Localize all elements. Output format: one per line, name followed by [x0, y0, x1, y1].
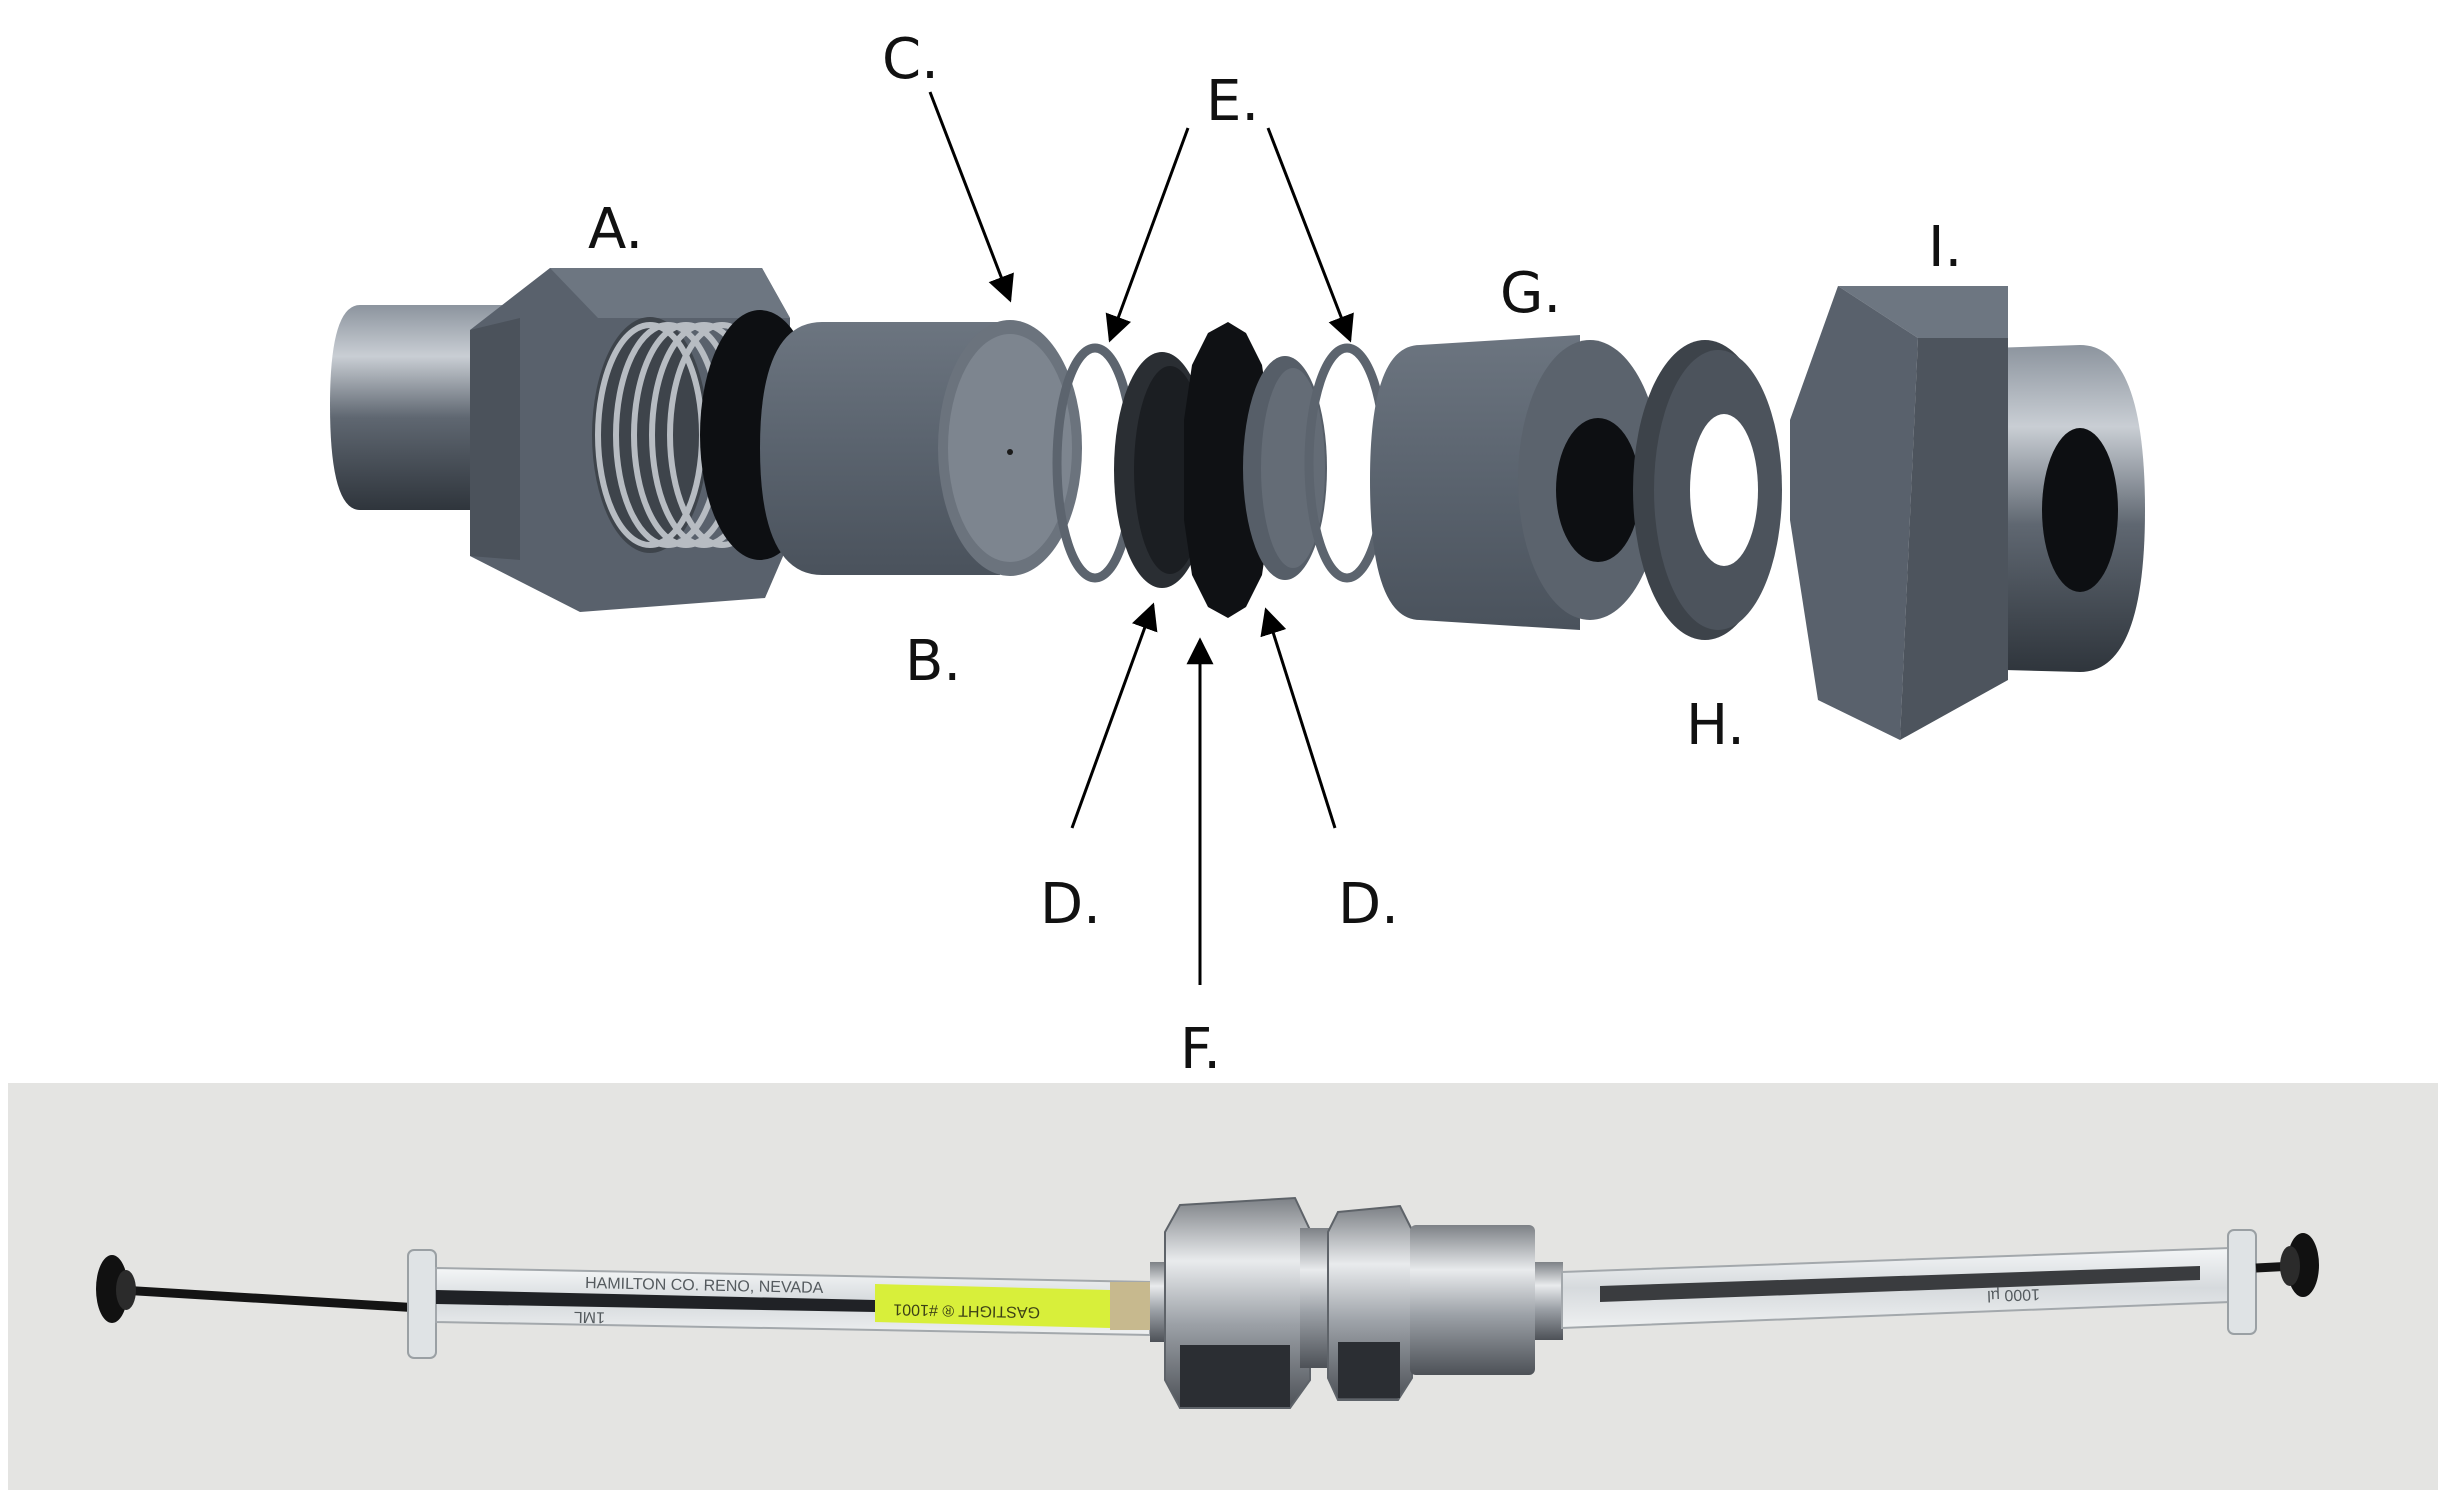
- assembly-nut-left-face: [1180, 1345, 1290, 1407]
- right-plunger-knob: [2280, 1233, 2319, 1297]
- label-i: I.: [1928, 215, 1962, 280]
- left-plunger-rod: [119, 1285, 421, 1313]
- arrow-c: [928, 91, 1014, 303]
- assembly-collar-right: [1535, 1262, 1563, 1340]
- part-h-washer: [1633, 340, 1782, 640]
- label-d-left: D.: [1040, 872, 1101, 937]
- left-luer-tip: [1110, 1282, 1152, 1330]
- left-syringe: HAMILTON CO. RENO, NEVADA GASTIGHT ® #10…: [96, 1249, 1152, 1359]
- filter-holder-assembly: [1150, 1196, 1563, 1409]
- label-b: B.: [905, 629, 961, 694]
- label-d-right: D.: [1338, 872, 1399, 937]
- label-e: E.: [1206, 69, 1259, 134]
- arrow-e-left: [1105, 127, 1190, 343]
- right-syringe: 1000 µl: [1561, 1229, 2319, 1335]
- label-a: A.: [588, 197, 643, 262]
- left-sample-tape: [875, 1284, 1110, 1328]
- arrow-e-right: [1266, 127, 1354, 343]
- left-flange: [407, 1249, 437, 1359]
- arrow-d-right: [1260, 607, 1337, 829]
- right-plunger-inner: [1600, 1266, 2200, 1302]
- assembly-body: [1410, 1225, 1535, 1375]
- part-c-frit-center: [1007, 449, 1013, 455]
- label-c: C.: [882, 27, 939, 92]
- leader-arrows: [928, 91, 1354, 985]
- assembly-nut-right-face: [1338, 1342, 1400, 1398]
- exploded-view: A. B. C. E. G. I. H. D. D. F.: [330, 27, 2145, 1082]
- left-plunger-knob: [96, 1255, 136, 1323]
- part-b-cylinder: [760, 320, 1082, 576]
- left-barrel-catalog: GASTIGHT ® #1001: [893, 1300, 1040, 1320]
- arrow-d-left: [1070, 602, 1158, 829]
- label-h: H.: [1686, 693, 1745, 758]
- left-barrel-volume: 1ML: [574, 1308, 606, 1326]
- part-a-threaded-nut: [330, 268, 820, 612]
- right-barrel-volume: 1000 µl: [1987, 1285, 2040, 1304]
- part-g-cylinder: [1370, 335, 1662, 630]
- part-i-nut: [1790, 286, 2145, 740]
- right-flange: [2227, 1229, 2257, 1335]
- left-plunger-inner: [436, 1290, 875, 1312]
- label-f: F.: [1180, 1017, 1221, 1082]
- left-barrel-brand: HAMILTON CO. RENO, NEVADA: [585, 1275, 824, 1297]
- part-f-membrane: [1184, 322, 1270, 618]
- assembled-photo: HAMILTON CO. RENO, NEVADA GASTIGHT ® #10…: [8, 1083, 2438, 1490]
- label-g: G.: [1500, 261, 1561, 326]
